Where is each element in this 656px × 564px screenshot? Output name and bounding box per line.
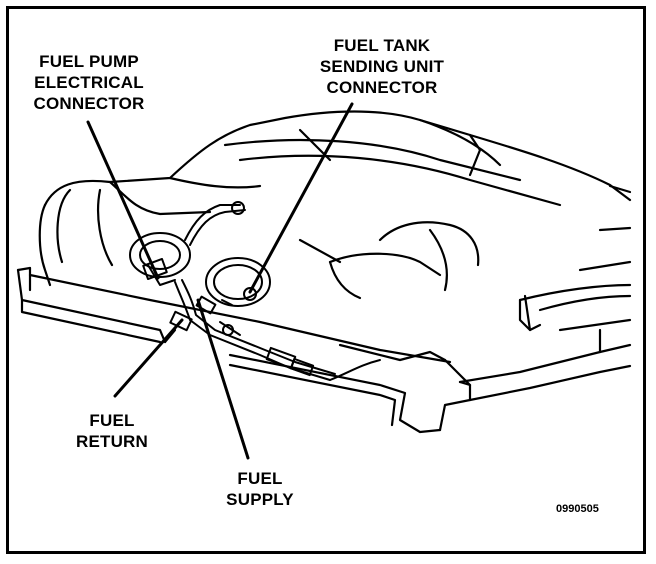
fuel-supply-line-2: SUPPLY xyxy=(226,490,294,509)
diagram-frame xyxy=(6,6,646,554)
fuel-return-line-2: RETURN xyxy=(75,432,149,451)
fuel-return-label: FUEL RETURN xyxy=(62,410,162,452)
sending-unit-connector-label: FUEL TANK SENDING UNIT CONNECTOR xyxy=(302,35,462,98)
fuel-pump-module xyxy=(129,201,246,286)
fuel-pump-connector-line-3: CONNECTOR xyxy=(33,94,145,113)
leader-lines xyxy=(86,102,354,460)
fuel-lines xyxy=(169,279,381,381)
fuel-supply-label: FUEL SUPPLY xyxy=(210,468,310,510)
fuel-tank xyxy=(28,110,632,364)
sending-unit-connector-line-1: FUEL TANK xyxy=(333,36,431,55)
figure-code: 0990505 xyxy=(556,503,599,515)
fuel-supply-line-1: FUEL xyxy=(237,469,283,488)
fuel-return-line-1: FUEL xyxy=(89,411,135,430)
sending-unit-connector-line-3: CONNECTOR xyxy=(326,78,438,97)
fuel-pump-connector-line-1: FUEL PUMP xyxy=(39,52,139,71)
sending-unit xyxy=(205,257,271,307)
sending-unit-connector-line-2: SENDING UNIT xyxy=(319,57,445,76)
tank-cradle xyxy=(16,266,632,434)
fuel-pump-connector-label: FUEL PUMP ELECTRICAL CONNECTOR xyxy=(24,51,154,114)
fuel-pump-connector-line-2: ELECTRICAL xyxy=(34,73,144,92)
